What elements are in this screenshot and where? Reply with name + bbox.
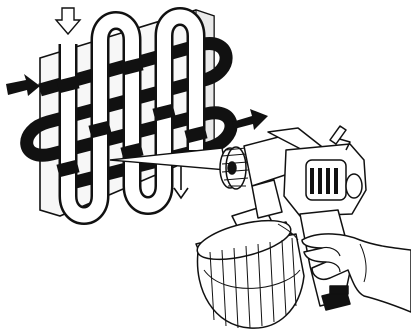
down-arrow-icon [56, 8, 80, 34]
nozzle [220, 147, 248, 189]
spray-gun [194, 126, 411, 328]
down-arrow-icon [174, 166, 188, 198]
right-arrow-icon [232, 109, 268, 130]
paint-container [194, 180, 304, 328]
right-arrow-icon [6, 74, 40, 96]
